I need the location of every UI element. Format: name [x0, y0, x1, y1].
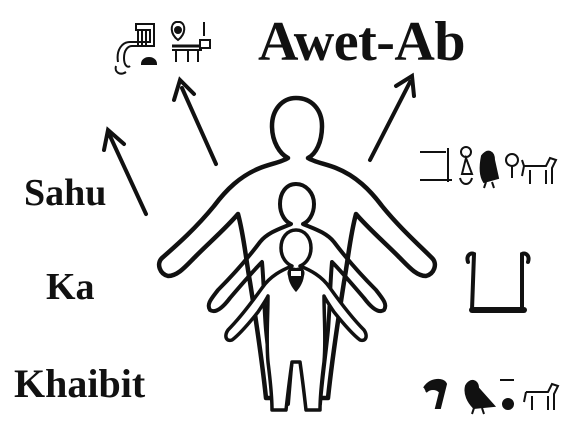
right-bottom-hieroglyph-row: [424, 380, 558, 414]
arrow-to-title: [370, 76, 414, 160]
arrow-to-sahu-glyphs: [104, 130, 146, 214]
khaibit-label: Khaibit: [14, 364, 145, 404]
ka-label: Ka: [46, 268, 95, 306]
ka-arms-sign: [467, 253, 528, 310]
top-hieroglyph-cluster: [116, 22, 210, 74]
right-top-hieroglyph-row: [420, 147, 556, 188]
title-label: Awet-Ab: [258, 14, 465, 70]
sahu-label: Sahu: [24, 174, 106, 212]
arrow-to-top-glyphs: [174, 80, 216, 164]
